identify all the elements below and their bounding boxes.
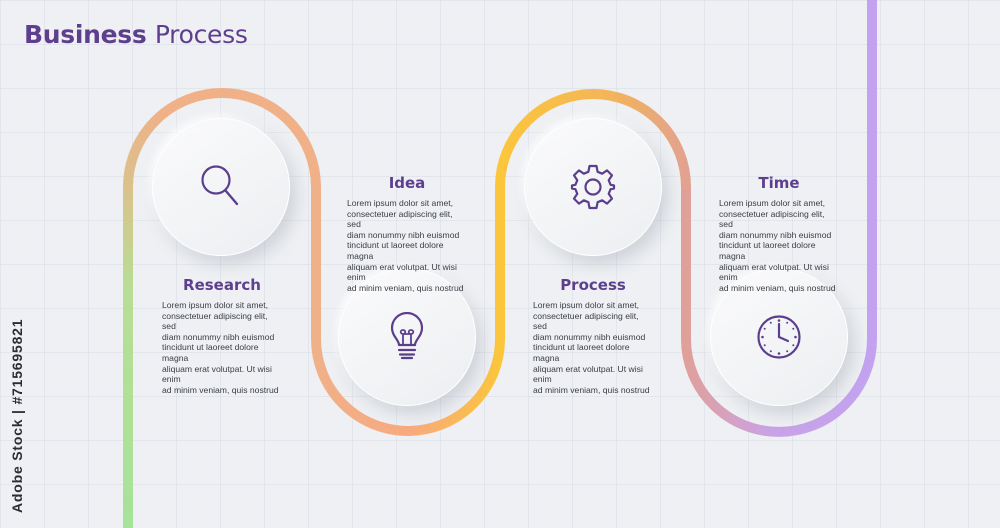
description-line: tincidunt ut laoreet dolore magna bbox=[719, 240, 816, 261]
description-line: consectetuer adipiscing elit, sed bbox=[347, 208, 453, 230]
time-heading: Time bbox=[758, 174, 800, 192]
description-line: diam nonummy nibh euismod bbox=[347, 229, 460, 240]
process-heading: Process bbox=[560, 276, 626, 294]
description-line: ad minim veniam, quis nostrud bbox=[347, 282, 464, 293]
process-description: Lorem ipsum dolor sit amet, consectetuer… bbox=[533, 300, 651, 395]
search-icon bbox=[199, 163, 243, 211]
page-title: Business Process bbox=[24, 18, 248, 52]
research-description: Lorem ipsum dolor sit amet, consectetuer… bbox=[162, 300, 280, 395]
research-heading: Research bbox=[183, 276, 261, 294]
description-line: diam nonummy nibh euismod bbox=[719, 229, 832, 240]
description-line: ad minim veniam, quis nostrud bbox=[533, 384, 650, 395]
description-line: tincidunt ut laoreet dolore magna bbox=[533, 342, 630, 363]
description-line: Lorem ipsum dolor sit amet, bbox=[347, 198, 454, 208]
time-circle bbox=[710, 268, 848, 406]
description-line: tincidunt ut laoreet dolore magna bbox=[347, 240, 444, 261]
description-line: consectetuer adipiscing elit, sed bbox=[719, 208, 825, 230]
description-line: diam nonummy nibh euismod bbox=[533, 331, 646, 342]
description-line: consectetuer adipiscing elit, sed bbox=[162, 310, 268, 332]
description-line: consectetuer adipiscing elit, sed bbox=[533, 310, 639, 332]
description-line: tincidunt ut laoreet dolore magna bbox=[162, 342, 259, 363]
stock-id-label: Adobe Stock | #715695821 bbox=[9, 318, 25, 513]
description-line: aliquam erat volutpat. Ut wisi enim bbox=[347, 261, 457, 283]
process-circle bbox=[524, 118, 662, 256]
description-line: aliquam erat volutpat. Ut wisi enim bbox=[162, 363, 272, 385]
description-line: ad minim veniam, quis nostrud bbox=[162, 384, 279, 395]
title-light-word: Process bbox=[154, 20, 248, 49]
idea-heading: Idea bbox=[388, 174, 426, 192]
description-line: ad minim veniam, quis nostrud bbox=[719, 282, 836, 293]
idea-circle bbox=[338, 268, 476, 406]
clock-icon bbox=[756, 314, 802, 360]
title-bold-word: Business bbox=[24, 20, 147, 49]
description-line: aliquam erat volutpat. Ut wisi enim bbox=[719, 261, 829, 283]
description-line: Lorem ipsum dolor sit amet, bbox=[719, 198, 826, 208]
time-description: Lorem ipsum dolor sit amet, consectetuer… bbox=[719, 198, 837, 293]
lightbulb-icon bbox=[387, 312, 427, 362]
description-line: aliquam erat volutpat. Ut wisi enim bbox=[533, 363, 643, 385]
description-line: Lorem ipsum dolor sit amet, bbox=[533, 300, 640, 310]
description-line: Lorem ipsum dolor sit amet, bbox=[162, 300, 269, 310]
idea-description: Lorem ipsum dolor sit amet, consectetuer… bbox=[347, 198, 465, 293]
research-circle bbox=[152, 118, 290, 256]
description-line: diam nonummy nibh euismod bbox=[162, 331, 275, 342]
gear-icon bbox=[569, 163, 617, 211]
